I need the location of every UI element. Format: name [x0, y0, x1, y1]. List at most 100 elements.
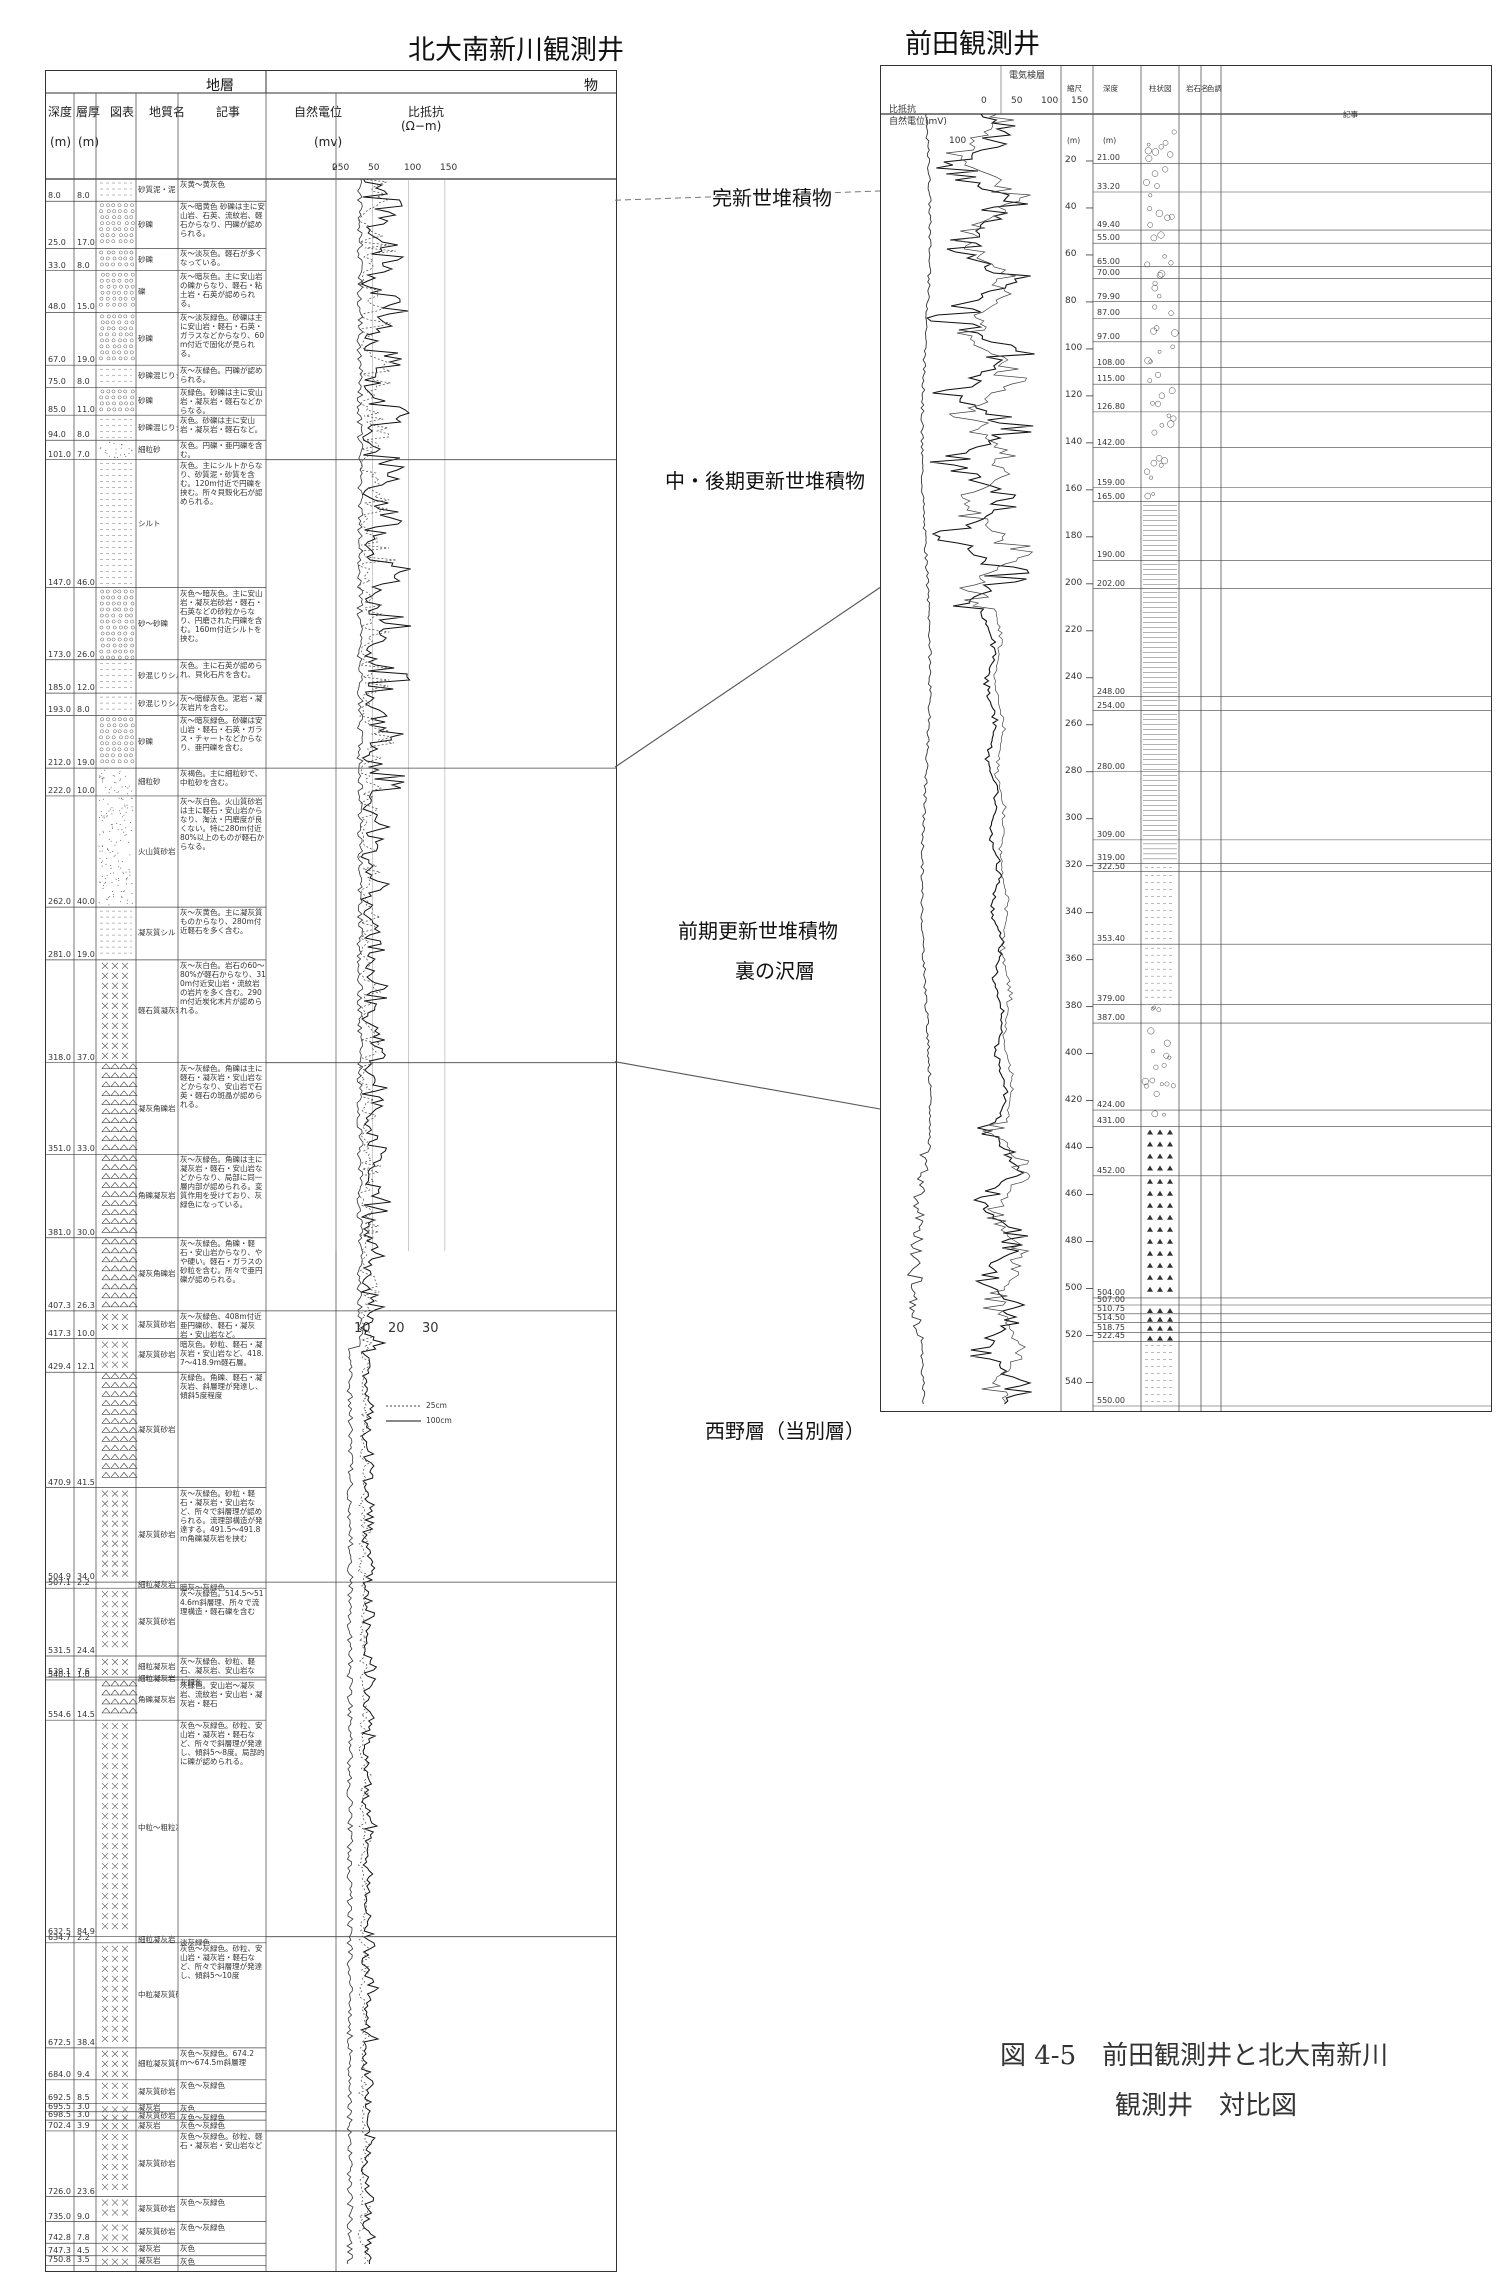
sand-pattern [103, 884, 105, 886]
right-gravel-pattern [1164, 1081, 1170, 1087]
tuff-pattern [101, 1945, 109, 1953]
gravel-pattern [112, 407, 117, 412]
tuff-pattern [121, 2106, 129, 2113]
layer-thickness: 41.5 [77, 1477, 95, 1487]
gravel-pattern [112, 215, 116, 220]
right-sp-tick: 100 [949, 136, 967, 146]
gravel-pattern [100, 233, 105, 238]
gravel-pattern [130, 643, 135, 648]
tuff-pattern [111, 2199, 119, 2206]
layer-lithology-name: 凝灰角礫岩 [138, 1103, 176, 1113]
tuff-pattern [111, 1600, 119, 1608]
layer-thickness: 4.5 [77, 2245, 90, 2255]
right-gravel-pattern [1157, 270, 1166, 278]
layer-thickness: 2.2 [77, 1932, 90, 1942]
tuff-pattern [121, 992, 129, 1000]
gravel-pattern [123, 625, 128, 630]
tuff-pattern [111, 1313, 119, 1321]
gravel-pattern [129, 637, 134, 642]
gravel-pattern [129, 326, 133, 331]
gravel-pattern [123, 389, 128, 394]
gravel-pattern [111, 595, 116, 600]
breccia-pattern [119, 1163, 129, 1170]
breccia-pattern [119, 1390, 129, 1397]
gravel-pattern [118, 256, 123, 261]
sand-pattern [125, 883, 127, 885]
sand-pattern [101, 773, 103, 775]
sand-pattern [109, 896, 111, 898]
right-breccia-pattern [1147, 1202, 1153, 1208]
layer-depth: 147.0 [48, 577, 71, 587]
tuff-pattern [101, 1852, 109, 1860]
layer-lithology-name: 角礫凝灰岩・角礫質砂岩 [138, 1695, 178, 1705]
gravel-pattern [111, 735, 116, 740]
tuff-pattern [111, 1620, 119, 1628]
tuff-pattern [101, 2050, 109, 2058]
sand-pattern [109, 789, 111, 791]
breccia-pattern [119, 1399, 129, 1406]
sand-pattern [110, 840, 112, 842]
tuff-pattern [121, 1550, 129, 1557]
sand-pattern [117, 884, 119, 886]
breccia-pattern [119, 1444, 129, 1451]
tuff-pattern [101, 2106, 109, 2113]
gravel-pattern [106, 625, 111, 630]
gravel-pattern [123, 256, 128, 261]
gravel-pattern [106, 227, 110, 232]
tuff-pattern [111, 2163, 119, 2171]
breccia-pattern [110, 1435, 120, 1442]
breccia-pattern [128, 1707, 138, 1714]
sand-pattern [125, 455, 127, 457]
layer-depth: 193.0 [48, 705, 71, 715]
tuff-pattern [101, 1668, 109, 1676]
tuff-pattern [121, 1490, 129, 1497]
right-breccia-pattern [1157, 1178, 1163, 1184]
tuff-pattern [121, 1892, 129, 1900]
gravel-pattern [118, 302, 122, 307]
tuff-pattern [111, 982, 119, 990]
gravel-pattern [111, 338, 116, 343]
tuff-pattern [121, 1510, 129, 1517]
sand-pattern [115, 841, 117, 843]
header-color: 色調 [1207, 84, 1222, 93]
layer-depth: 672.5 [48, 2037, 71, 2047]
tuff-pattern [101, 992, 109, 1000]
sand-pattern [131, 883, 133, 885]
tuff-pattern [101, 2122, 109, 2130]
header-thickness-unit: (m) [78, 135, 100, 149]
tuff-pattern [101, 1570, 109, 1577]
gravel-pattern [118, 338, 122, 343]
gravel-pattern [118, 250, 123, 255]
layer-lithology-name: 砂礫 [138, 254, 153, 264]
sand-pattern [111, 882, 113, 884]
header-scale: 縮尺 [1067, 84, 1082, 93]
sand-pattern [111, 891, 113, 893]
breccia-pattern [119, 1135, 129, 1142]
sand-pattern [101, 778, 103, 780]
gravel-pattern [123, 338, 127, 343]
gravel-pattern [130, 619, 134, 624]
sand-pattern [98, 799, 100, 801]
breccia-pattern [101, 1462, 111, 1469]
breccia-pattern [119, 1117, 129, 1124]
breccia-pattern [110, 1090, 120, 1097]
tuff-pattern [111, 2005, 119, 2013]
breccia-pattern [119, 1471, 129, 1478]
sand-pattern [121, 797, 123, 799]
breccia-pattern [110, 1707, 120, 1714]
tuff-pattern [111, 1510, 119, 1517]
breccia-pattern [128, 1265, 138, 1272]
breccia-pattern [119, 1408, 129, 1415]
breccia-pattern [110, 1144, 120, 1151]
sand-pattern [120, 867, 122, 869]
breccia-pattern [119, 1090, 129, 1097]
gravel-pattern [123, 649, 128, 654]
sand-pattern [126, 902, 128, 904]
breccia-pattern [101, 1099, 111, 1106]
right-gravel-pattern [1146, 142, 1151, 147]
breccia-pattern [119, 1372, 129, 1379]
breccia-pattern [101, 1247, 111, 1254]
tuff-pattern [101, 1832, 109, 1840]
tuff-pattern [101, 1732, 109, 1740]
gravel-pattern [123, 209, 128, 214]
